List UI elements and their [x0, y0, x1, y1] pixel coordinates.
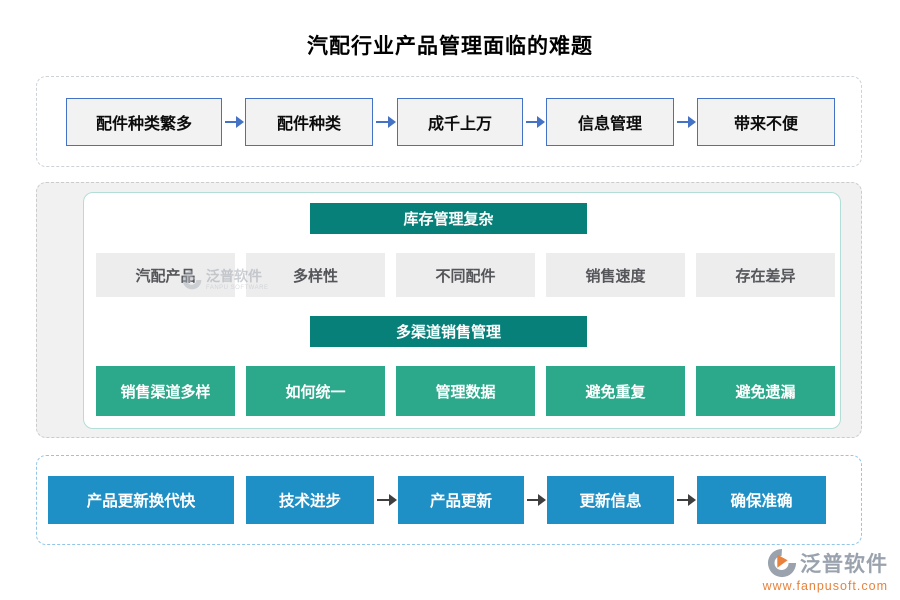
update-flow-node-3: 产品更新	[398, 476, 524, 524]
sales-node-3: 管理数据	[396, 366, 535, 416]
arrow-right-icon	[374, 494, 398, 506]
top-flow-node-4: 信息管理	[546, 97, 674, 146]
top-flow-node-5: 带来不便	[697, 97, 835, 146]
inventory-node-2: 多样性	[246, 253, 385, 297]
update-flow-node-4: 更新信息	[547, 476, 674, 524]
inventory-node-4: 销售速度	[546, 253, 685, 297]
inventory-node-1: 汽配产品	[96, 253, 235, 297]
arrow-right-icon	[674, 115, 697, 128]
bottom-flow-panel: 产品更新换代快 技术进步 产品更新 更新信息 确保准确	[36, 455, 862, 545]
middle-panel: 库存管理复杂 汽配产品 多样性 不同配件 销售速度 存在差异 多渠道销售管理 销…	[36, 182, 862, 438]
arrow-right-icon	[222, 115, 245, 128]
brand-logo: 泛普软件 www.fanpusoft.com	[763, 548, 888, 593]
update-flow-node-5: 确保准确	[697, 476, 826, 524]
inventory-factors-row: 汽配产品 多样性 不同配件 销售速度 存在差异	[96, 253, 835, 297]
brand-name: 泛普软件	[800, 553, 888, 576]
sales-channel-row: 销售渠道多样 如何统一 管理数据 避免重复 避免遗漏	[96, 366, 835, 416]
sales-node-1: 销售渠道多样	[96, 366, 235, 416]
brand-url: www.fanpusoft.com	[762, 579, 888, 593]
top-flow-panel: 配件种类繁多 配件种类 成千上万 信息管理 带来不便	[36, 76, 862, 167]
top-flow-node-2: 配件种类	[245, 97, 373, 146]
multichannel-sales-header: 多渠道销售管理	[310, 316, 587, 347]
arrow-right-icon	[373, 115, 397, 128]
brand-logo-icon	[767, 548, 797, 578]
top-flow-node-3: 成千上万	[397, 97, 523, 146]
inventory-node-3: 不同配件	[396, 253, 535, 297]
middle-panel-inner: 库存管理复杂 汽配产品 多样性 不同配件 销售速度 存在差异 多渠道销售管理 销…	[83, 192, 841, 429]
update-flow-node-2: 技术进步	[246, 476, 374, 524]
update-flow-node-1: 产品更新换代快	[48, 476, 234, 524]
inventory-management-header: 库存管理复杂	[310, 203, 587, 234]
arrow-right-icon	[524, 494, 547, 506]
arrow-right-icon	[674, 494, 697, 506]
arrow-right-icon	[523, 115, 546, 128]
sales-node-4: 避免重复	[546, 366, 685, 416]
top-flow-node-1: 配件种类繁多	[66, 97, 222, 146]
sales-node-5: 避免遗漏	[696, 366, 835, 416]
inventory-node-5: 存在差异	[696, 253, 835, 297]
sales-node-2: 如何统一	[246, 366, 385, 416]
page-title: 汽配行业产品管理面临的难题	[307, 35, 593, 58]
